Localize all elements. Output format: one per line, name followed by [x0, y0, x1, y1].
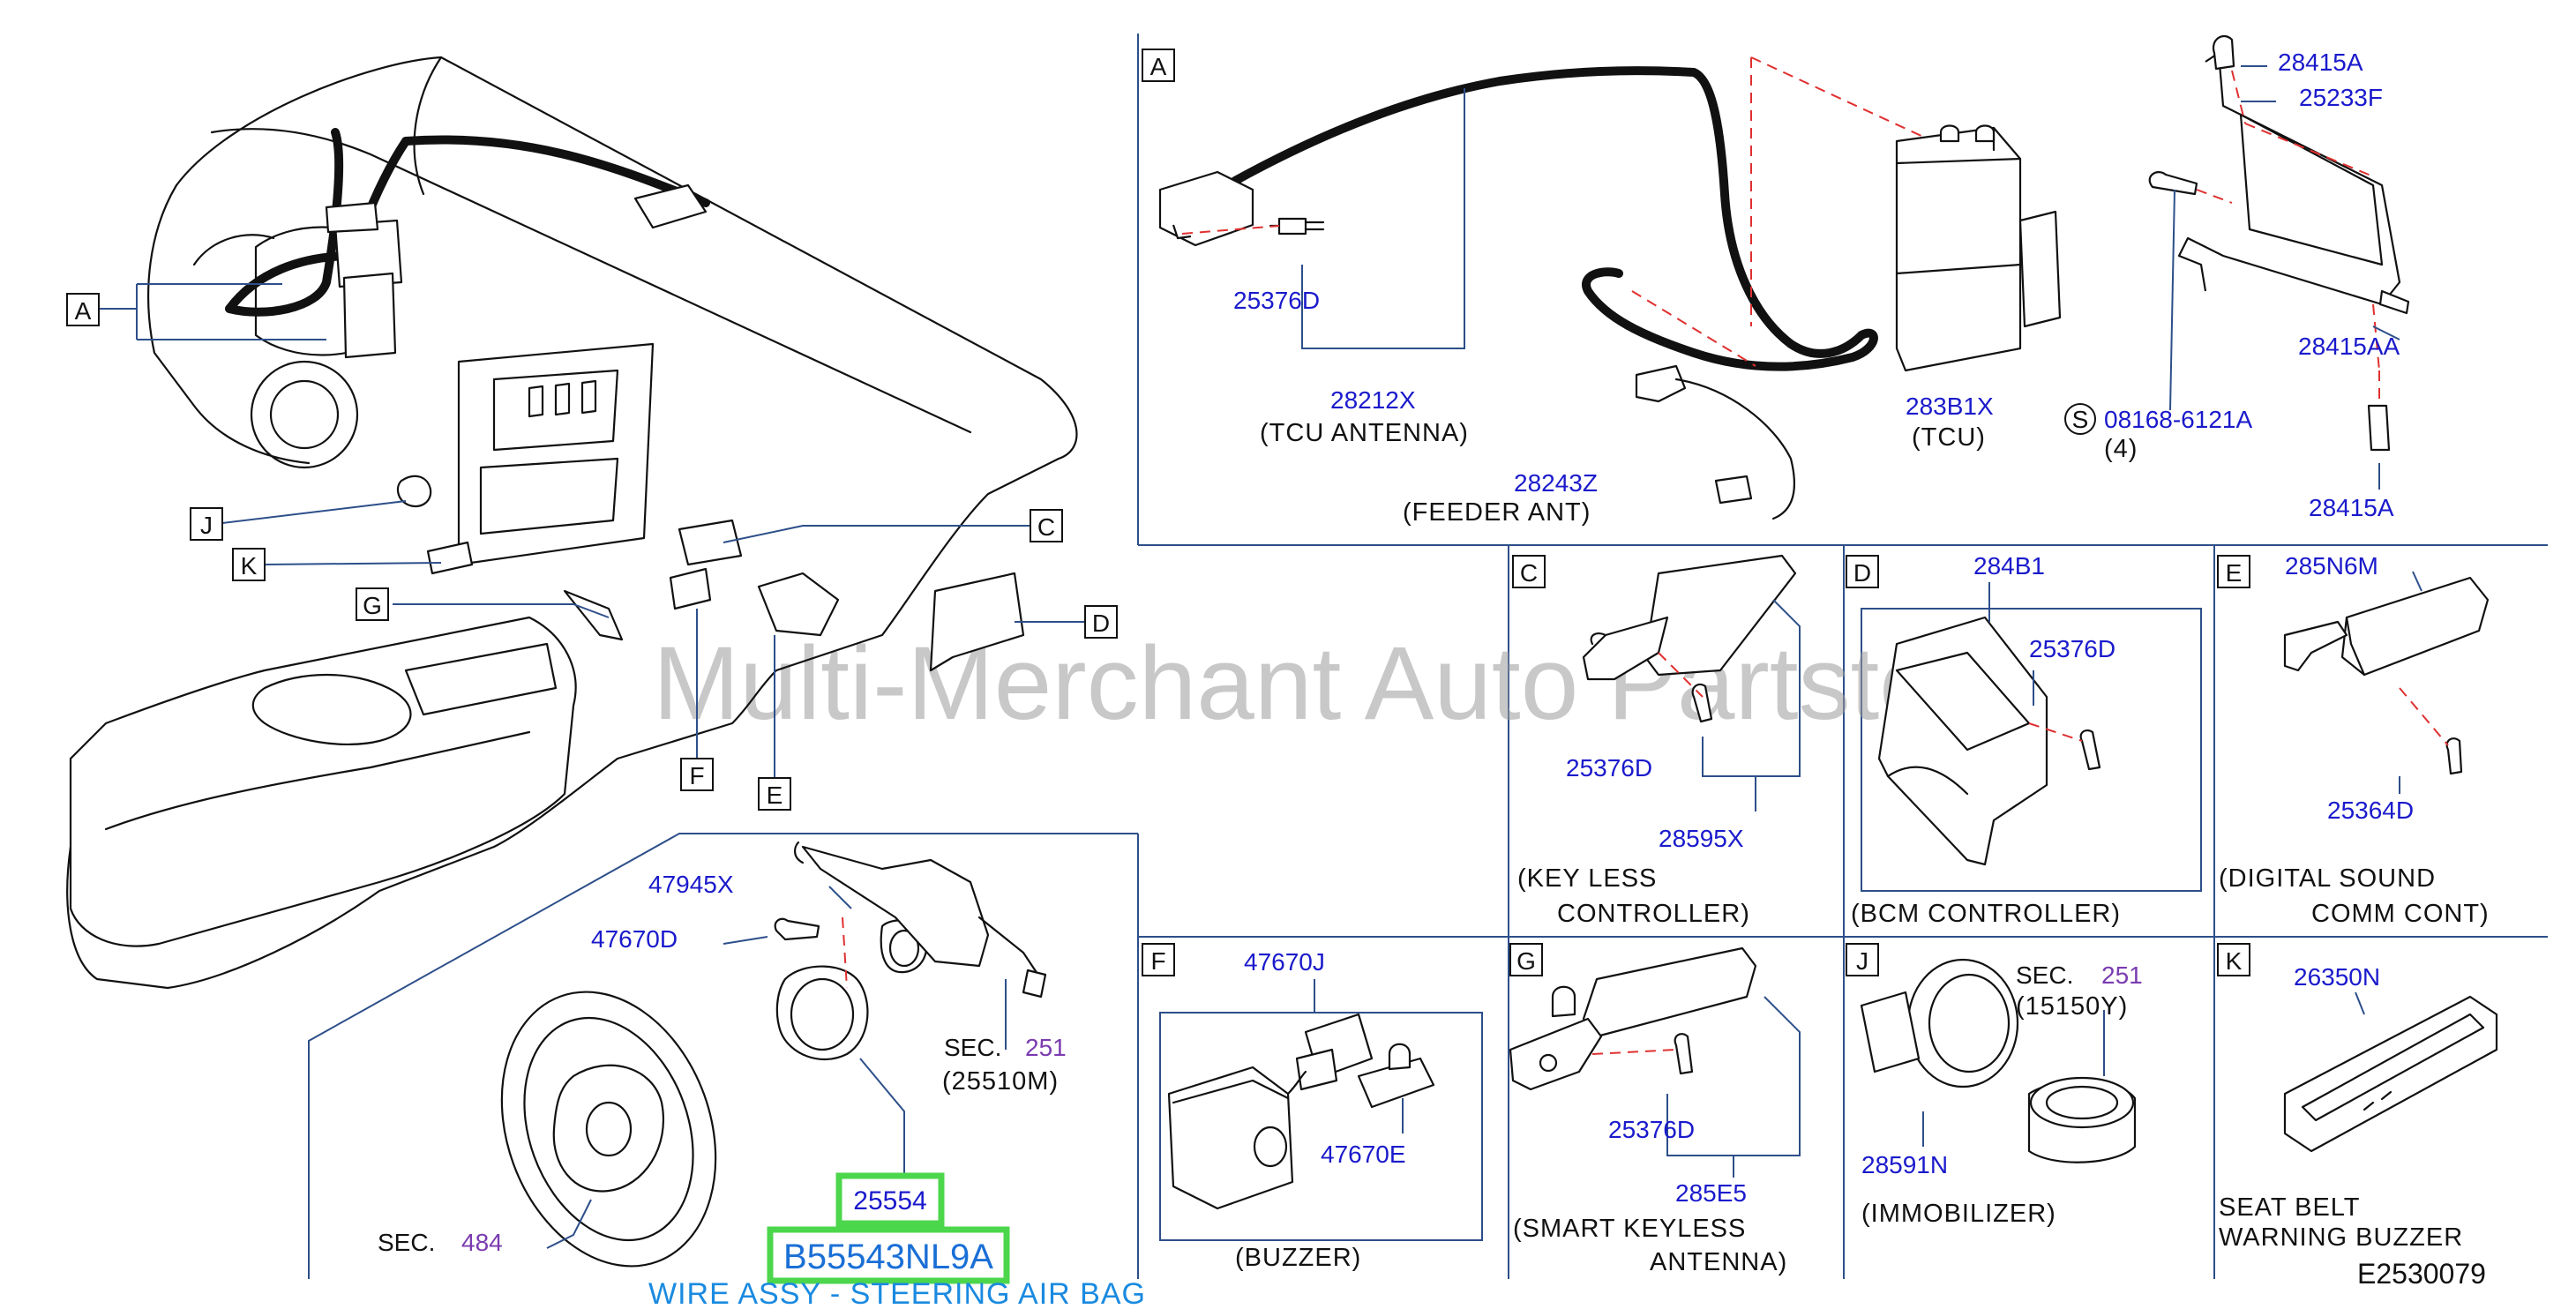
- section-frames: [308, 34, 2548, 1279]
- part-283b1x: 283B1X: [1906, 393, 1994, 420]
- callout-e: E: [767, 782, 783, 809]
- label-25510m: (25510M): [942, 1067, 1059, 1096]
- part-25376d-c: 25376D: [1566, 754, 1652, 782]
- part-285n6m: 285N6M: [2285, 552, 2378, 580]
- part-28415aa: 28415AA: [2298, 333, 2400, 360]
- ref-251: 251: [1025, 1034, 1067, 1061]
- label-seat-belt: SEAT BELT: [2219, 1193, 2361, 1222]
- callout-k: K: [241, 552, 258, 580]
- label-bcm-controller: (BCM CONTROLLER): [1851, 900, 2121, 928]
- part-47945x: 47945X: [648, 871, 734, 898]
- label-tcu: (TCU): [1912, 423, 1986, 452]
- part-47670d: 47670D: [591, 925, 678, 953]
- part-25376d-d: 25376D: [2029, 635, 2115, 662]
- label-smart-keyless-1: (SMART KEYLESS: [1513, 1215, 1746, 1243]
- section-d: D 284B1 25376D (BCM CONTROLLER): [1846, 552, 2121, 928]
- section-e: E 285N6M 25364D (DIGITAL SOUND COMM CONT…: [2217, 552, 2490, 928]
- section-g: G 25376D 285E5 (SMART KEYLESS ANTENNA): [1509, 943, 1801, 1276]
- label-digital-sound-1: (DIGITAL SOUND: [2219, 864, 2436, 893]
- ref-251-j: 251: [2101, 961, 2143, 989]
- part-28591n: 28591N: [1861, 1151, 1948, 1178]
- label-tcu-antenna: (TCU ANTENNA): [1260, 419, 1469, 447]
- section-j: J SEC. 251 (15150Y) 28591N (IMMOBILIZER): [1846, 943, 2143, 1228]
- section-g-letter: G: [1516, 947, 1536, 975]
- part-28212x: 28212X: [1330, 386, 1416, 414]
- section-f-letter: F: [1150, 947, 1165, 975]
- part-28595x: 28595X: [1659, 825, 1744, 852]
- label-keyless-1: (KEY LESS: [1517, 864, 1657, 893]
- part-25376d-a: 25376D: [1233, 287, 1320, 314]
- section-a-letter: A: [1150, 53, 1167, 80]
- part-47670j: 47670J: [1244, 948, 1325, 976]
- part-25233f: 25233F: [2299, 84, 2383, 111]
- overview-callouts: A J K G C D F E: [66, 293, 1118, 811]
- part-08168-6121a: 08168-6121A: [2104, 406, 2252, 433]
- label-sec-251-j: SEC.: [2016, 961, 2073, 989]
- dashboard-overview-drawing: [66, 56, 1085, 990]
- section-k: K 26350N SEAT BELT WARNING BUZZER: [2217, 943, 2498, 1252]
- part-28415a-top: 28415A: [2278, 49, 2363, 76]
- section-d-letter: D: [1853, 559, 1871, 587]
- part-284b1: 284B1: [1973, 552, 2045, 580]
- label-sec-251: SEC.: [944, 1034, 1001, 1061]
- callout-g: G: [363, 592, 382, 619]
- ref-484: 484: [461, 1229, 503, 1256]
- part-28243z: 28243Z: [1514, 469, 1598, 497]
- part-47670e: 47670E: [1321, 1141, 1406, 1168]
- section-k-letter: K: [2226, 947, 2243, 975]
- label-qty-4: (4): [2104, 435, 2138, 463]
- section-f: F 47670J 47670E (BUZZER): [1142, 943, 1435, 1272]
- steering-section: 47945X 47670D SEC. 251 (25510M) SEC. 484…: [378, 841, 1146, 1309]
- label-keyless-2: CONTROLLER): [1557, 900, 1750, 928]
- label-warning-buzzer: WARNING BUZZER: [2219, 1223, 2463, 1252]
- callout-a: A: [75, 297, 92, 325]
- callout-j: J: [200, 512, 213, 539]
- highlight-part-code: B55543NL9A: [783, 1238, 993, 1276]
- part-285e5: 285E5: [1675, 1179, 1747, 1207]
- callout-c: C: [1037, 513, 1055, 541]
- diagram-code: E2530079: [2357, 1258, 2486, 1290]
- label-feeder-ant: (FEEDER ANT): [1403, 498, 1591, 527]
- callout-f: F: [689, 762, 704, 789]
- part-25376d-g: 25376D: [1608, 1116, 1695, 1143]
- section-e-letter: E: [2226, 559, 2243, 587]
- part-28415a-bottom: 28415A: [2309, 494, 2394, 521]
- label-buzzer: (BUZZER): [1235, 1244, 1361, 1272]
- highlight-part-25554: 25554: [853, 1186, 926, 1216]
- section-c-letter: C: [1520, 559, 1538, 587]
- part-26350n: 26350N: [2294, 963, 2380, 991]
- label-immobilizer: (IMMOBILIZER): [1861, 1200, 2056, 1228]
- label-sec-484: SEC.: [378, 1229, 435, 1256]
- label-15150y: (15150Y): [2016, 992, 2128, 1021]
- label-digital-sound-2: COMM CONT): [2311, 900, 2490, 928]
- screw-s-mark: S: [2072, 406, 2089, 433]
- section-j-letter: J: [1856, 947, 1868, 975]
- part-description: WIRE ASSY - STEERING AIR BAG: [648, 1277, 1146, 1309]
- section-c: C 25376D 28595X (KEY LESS CONTROLLER): [1512, 554, 1801, 928]
- section-a: A 25: [1142, 34, 2410, 527]
- part-25364d: 25364D: [2327, 797, 2414, 824]
- label-smart-keyless-2: ANTENNA): [1650, 1248, 1787, 1276]
- callout-d: D: [1092, 610, 1110, 637]
